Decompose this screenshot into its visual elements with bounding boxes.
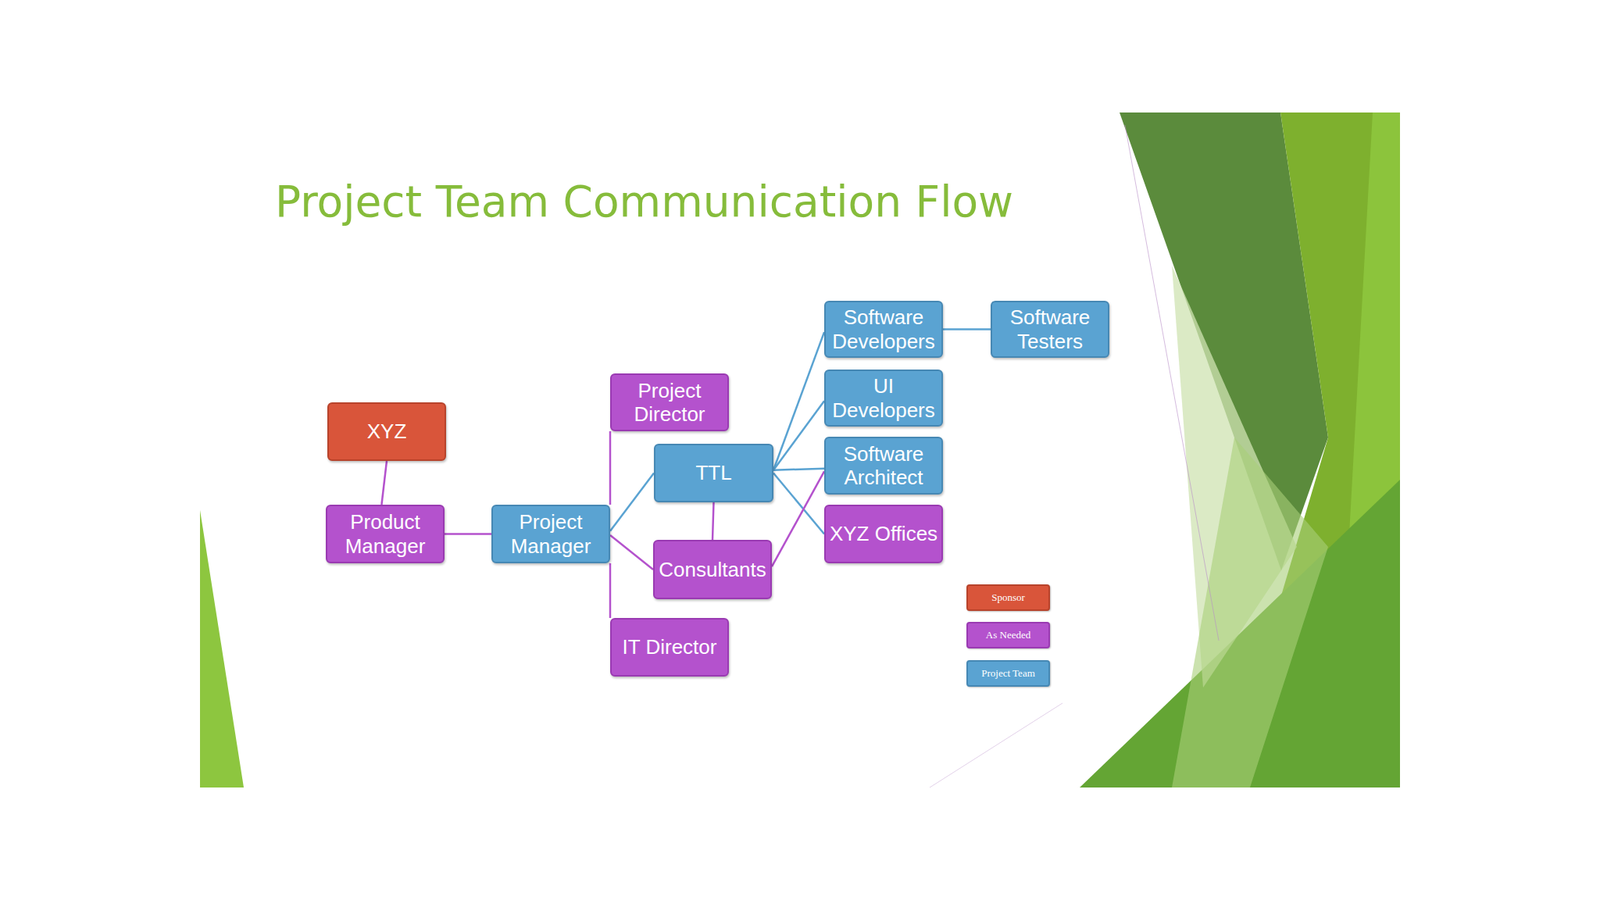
role-box: TTL	[653, 443, 774, 503]
connector-line	[712, 502, 715, 540]
connector-line	[610, 473, 654, 532]
connector-line	[942, 328, 991, 331]
legend-text: Project Team	[981, 667, 1036, 680]
box-label: TTL	[695, 460, 732, 485]
green-shard	[1171, 437, 1329, 788]
connector-line	[771, 471, 825, 567]
connector-line	[773, 332, 825, 471]
box-label: Software Architect	[828, 442, 939, 490]
thin-accent-line	[1125, 125, 1219, 641]
left-green-triangle	[200, 510, 244, 788]
connector-line	[773, 400, 825, 471]
role-box: Project Manager	[491, 504, 611, 564]
role-box: XYZ Offices	[824, 504, 943, 564]
legend-swatch: Project Team	[966, 660, 1050, 687]
role-box: Consultants	[653, 539, 772, 600]
box-label: Product Manager	[330, 510, 440, 558]
role-box: XYZ	[327, 402, 447, 461]
box-label: UI Developers	[828, 374, 939, 422]
box-label: XYZ Offices	[829, 521, 938, 546]
box-label: XYZ	[367, 419, 408, 443]
connector-line	[773, 473, 825, 535]
thin-accent-line	[929, 703, 1063, 788]
connector-line	[610, 535, 654, 570]
role-box: Software Architect	[824, 436, 943, 495]
box-label: Software Developers	[828, 305, 939, 354]
connector-line	[444, 532, 492, 536]
legend-text: Sponsor	[991, 591, 1025, 604]
legend-swatch: As Needed	[966, 621, 1050, 649]
box-label: IT Director	[622, 635, 718, 659]
role-box: UI Developers	[824, 369, 943, 427]
box-label: Project Manager	[496, 510, 606, 558]
connector-line	[773, 468, 825, 471]
box-label: Software Testers	[995, 305, 1105, 354]
box-label: Consultants	[658, 557, 766, 582]
role-box: Project Director	[610, 373, 729, 432]
role-box: IT Director	[610, 617, 729, 677]
role-box: Software Developers	[824, 300, 943, 358]
box-label: Project Director	[614, 378, 725, 427]
legend-swatch: Sponsor	[966, 584, 1050, 611]
connector-line	[609, 563, 612, 618]
role-box: Product Manager	[325, 504, 445, 564]
role-box: Software Testers	[990, 300, 1110, 358]
connector-line	[609, 431, 612, 505]
connector-line	[381, 460, 387, 505]
slide-title: Project Team Communication Flow	[275, 176, 1014, 227]
legend-text: As Needed	[985, 628, 1031, 642]
